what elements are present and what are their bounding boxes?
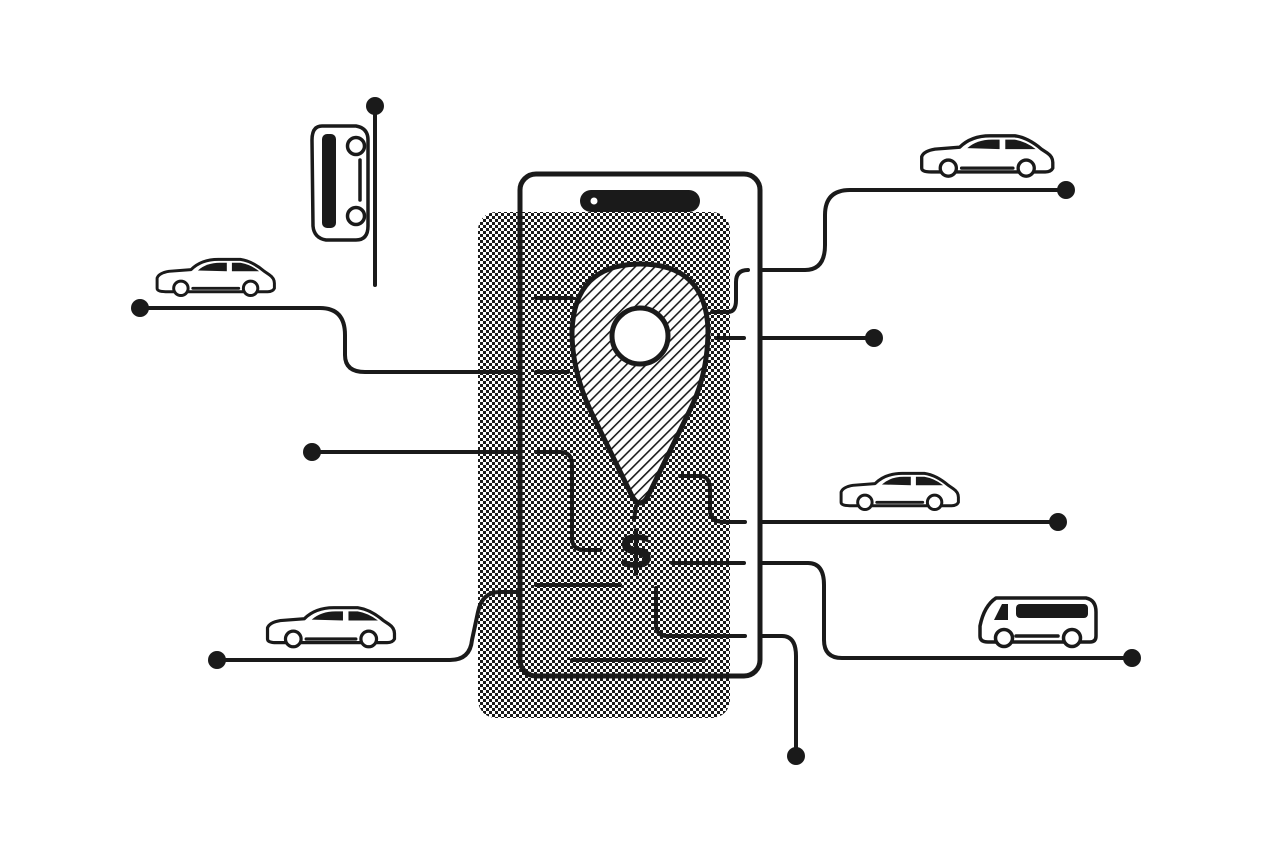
phone-speaker-notch xyxy=(580,190,700,212)
connector-dot-icon xyxy=(787,747,805,765)
connector-dot-icon xyxy=(131,299,149,317)
van-icon xyxy=(978,596,1098,649)
connector-dot-icon xyxy=(865,329,883,347)
car-icon xyxy=(920,134,1055,178)
location-pin-icon xyxy=(569,261,711,522)
left-wires xyxy=(138,106,622,662)
car-icon xyxy=(265,606,397,649)
dollar-sign-icon: $ xyxy=(618,521,654,581)
car-icon xyxy=(839,471,960,512)
connector-dot-icon xyxy=(1123,649,1141,667)
connector-dot-icon xyxy=(1049,513,1067,531)
connector-dots xyxy=(131,97,1141,765)
van-icon xyxy=(310,124,370,242)
connector-dot-icon xyxy=(366,97,384,115)
connector-dot-icon xyxy=(303,443,321,461)
right-wires xyxy=(654,188,1134,758)
connector-dot-icon xyxy=(208,651,226,669)
car-icon xyxy=(155,257,276,298)
smartphone-icon xyxy=(517,171,763,679)
connector-dot-icon xyxy=(1057,181,1075,199)
